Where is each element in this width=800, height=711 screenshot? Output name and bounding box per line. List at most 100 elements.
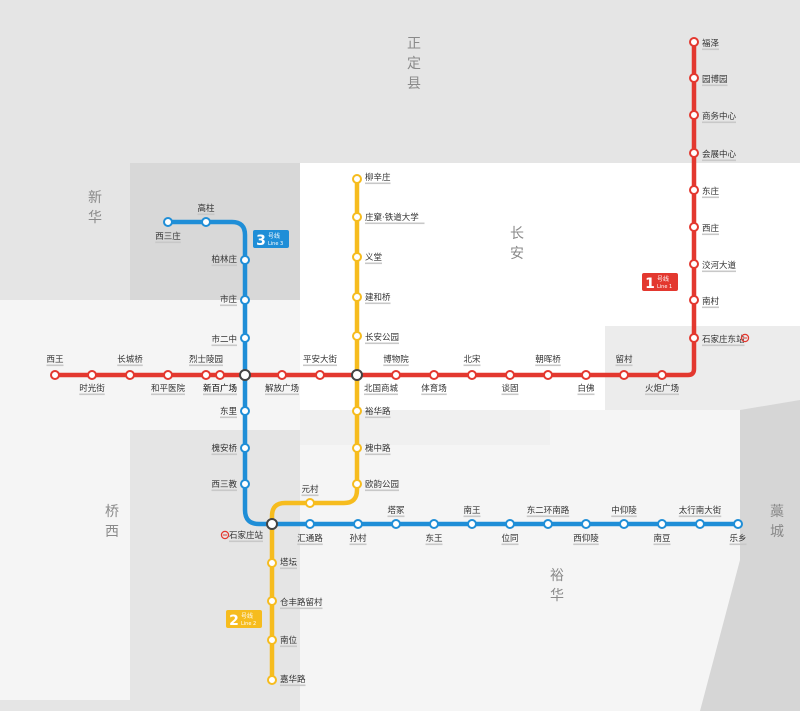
station-line3-20[interactable]: 太行南大街 bbox=[679, 505, 722, 529]
station-dot[interactable] bbox=[240, 479, 250, 489]
station-line3-11[interactable]: 孙村 bbox=[349, 519, 367, 546]
station-dot[interactable] bbox=[619, 370, 629, 380]
station-dot[interactable] bbox=[240, 406, 250, 416]
station-dot[interactable] bbox=[689, 37, 699, 47]
station-dot[interactable] bbox=[352, 292, 362, 302]
station-dot[interactable] bbox=[163, 370, 173, 380]
station-line1-21[interactable]: 东庄 bbox=[689, 185, 720, 199]
interchange-dot[interactable] bbox=[351, 369, 363, 381]
station-dot[interactable] bbox=[581, 519, 591, 529]
station-dot[interactable] bbox=[733, 519, 743, 529]
station-line1-22[interactable]: 会展中心 bbox=[689, 148, 737, 162]
station-line1-0[interactable]: 西王 bbox=[46, 355, 64, 380]
station-dot[interactable] bbox=[215, 370, 225, 380]
station-line3-10[interactable]: 汇通路 bbox=[297, 519, 323, 546]
station-dot[interactable] bbox=[201, 217, 211, 227]
station-line2-0[interactable]: 柳辛庄 bbox=[352, 172, 391, 185]
station-line1-7[interactable]: 平安大街 bbox=[303, 354, 338, 380]
station-dot[interactable] bbox=[240, 333, 250, 343]
station-line3-18[interactable]: 中仰陵 bbox=[611, 505, 637, 529]
station-line3-16[interactable]: 东二环南路 bbox=[527, 505, 570, 529]
station-line3-17[interactable]: 西仰陵 bbox=[573, 519, 599, 546]
station-dot[interactable] bbox=[391, 519, 401, 529]
station-dot[interactable] bbox=[581, 370, 591, 380]
interchange-dot[interactable] bbox=[266, 518, 278, 530]
interchange-station[interactable] bbox=[351, 369, 363, 381]
station-line3-14[interactable]: 南王 bbox=[463, 505, 481, 529]
station-dot[interactable] bbox=[267, 558, 277, 568]
station-line2-1[interactable]: 庄窠·铁道大学 bbox=[352, 212, 425, 225]
station-line2-7[interactable]: 槐中路 bbox=[352, 443, 391, 456]
station-line1-12[interactable]: 谈固 bbox=[501, 370, 519, 396]
station-line3-4[interactable]: 市二中 bbox=[211, 333, 250, 347]
station-line1-16[interactable]: 火炬广场 bbox=[645, 370, 679, 396]
station-dot[interactable] bbox=[352, 331, 362, 341]
station-line2-12[interactable]: 仓丰路留村 bbox=[267, 596, 323, 610]
station-dot[interactable] bbox=[467, 519, 477, 529]
station-line1-4[interactable]: 烈士陵园 bbox=[189, 354, 223, 380]
station-dot[interactable] bbox=[352, 443, 362, 453]
station-line1-6[interactable]: 解放广场 bbox=[265, 370, 299, 396]
station-line2-6[interactable]: 裕华路 bbox=[352, 406, 391, 419]
station-line1-2[interactable]: 长城桥 bbox=[117, 354, 143, 380]
station-line2-9[interactable]: 元村 bbox=[301, 484, 319, 508]
station-dot[interactable] bbox=[240, 255, 250, 265]
station-dot[interactable] bbox=[352, 479, 362, 489]
interchange-station[interactable] bbox=[266, 518, 278, 530]
station-line3-6[interactable]: 东里 bbox=[220, 406, 250, 419]
station-dot[interactable] bbox=[240, 443, 250, 453]
station-dot[interactable] bbox=[689, 333, 699, 343]
station-line3-3[interactable]: 市庄 bbox=[220, 294, 250, 307]
station-dot[interactable] bbox=[353, 519, 363, 529]
interchange-station[interactable] bbox=[239, 369, 251, 381]
station-dot[interactable] bbox=[695, 519, 705, 529]
station-dot[interactable] bbox=[689, 185, 699, 195]
station-line3-13[interactable]: 东王 bbox=[425, 519, 443, 546]
station-line2-14[interactable]: 嘉华路 bbox=[267, 674, 306, 687]
station-line1-9[interactable]: 博物院 bbox=[383, 354, 409, 380]
station-line3-2[interactable]: 柏林庄 bbox=[211, 254, 250, 267]
station-line1-13[interactable]: 朝晖桥 bbox=[535, 354, 561, 380]
station-line3-21[interactable]: 乐乡 bbox=[729, 519, 747, 546]
station-dot[interactable] bbox=[429, 519, 439, 529]
station-dot[interactable] bbox=[352, 174, 362, 184]
station-dot[interactable] bbox=[543, 519, 553, 529]
station-line1-18[interactable]: 南村 bbox=[689, 295, 720, 309]
station-dot[interactable] bbox=[689, 73, 699, 83]
station-dot[interactable] bbox=[657, 370, 667, 380]
station-dot[interactable] bbox=[267, 596, 277, 606]
station-dot[interactable] bbox=[619, 519, 629, 529]
station-dot[interactable] bbox=[505, 370, 515, 380]
station-dot[interactable] bbox=[689, 222, 699, 232]
station-line1-19[interactable]: 洨河大道 bbox=[689, 259, 737, 273]
station-line3-0[interactable]: 西三庄 bbox=[155, 217, 181, 244]
station-dot[interactable] bbox=[391, 370, 401, 380]
station-dot[interactable] bbox=[163, 217, 173, 227]
station-dot[interactable] bbox=[429, 370, 439, 380]
station-line1-15[interactable]: 留村 bbox=[615, 354, 633, 380]
station-dot[interactable] bbox=[505, 519, 515, 529]
station-line3-8[interactable]: 西三教 bbox=[211, 479, 250, 492]
station-dot[interactable] bbox=[50, 370, 60, 380]
station-dot[interactable] bbox=[657, 519, 667, 529]
station-dot[interactable] bbox=[689, 259, 699, 269]
station-dot[interactable] bbox=[240, 295, 250, 305]
station-line2-13[interactable]: 南位 bbox=[267, 635, 298, 648]
station-dot[interactable] bbox=[267, 675, 277, 685]
station-line3-12[interactable]: 塔冢 bbox=[387, 505, 405, 529]
station-line3-19[interactable]: 南豆 bbox=[653, 519, 671, 546]
interchange-dot[interactable] bbox=[239, 369, 251, 381]
station-line2-11[interactable]: 塔坛 bbox=[267, 557, 298, 570]
station-line3-15[interactable]: 位同 bbox=[501, 519, 519, 546]
station-line1-14[interactable]: 白佛 bbox=[577, 370, 595, 396]
station-dot[interactable] bbox=[305, 519, 315, 529]
station-dot[interactable] bbox=[267, 635, 277, 645]
station-dot[interactable] bbox=[315, 370, 325, 380]
station-line2-2[interactable]: 义堂 bbox=[352, 252, 382, 265]
station-line3-7[interactable]: 槐安桥 bbox=[211, 443, 250, 456]
station-line1-1[interactable]: 时光街 bbox=[79, 370, 105, 396]
station-dot[interactable] bbox=[277, 370, 287, 380]
station-line2-3[interactable]: 建和桥 bbox=[352, 292, 391, 305]
